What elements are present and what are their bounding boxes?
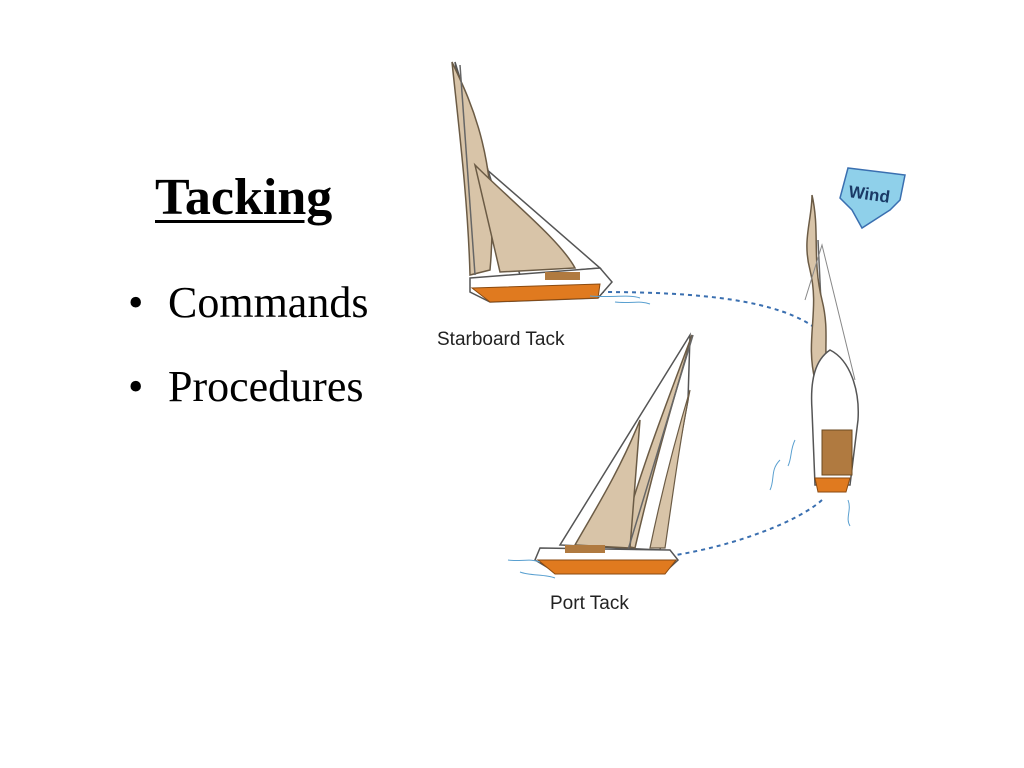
wind-arrow-icon: Wind	[839, 167, 906, 230]
bullet-text: Procedures	[168, 362, 364, 411]
head-to-wind-boat-icon	[769, 194, 859, 527]
starboard-tack-label: Starboard Tack	[437, 329, 565, 350]
starboard-boat-icon	[451, 61, 651, 305]
bullet-text: Commands	[168, 278, 369, 327]
tack-path	[599, 291, 819, 331]
bullet-list: • Commands • Procedures	[128, 272, 368, 440]
bullet-dot-icon: •	[128, 362, 144, 411]
port-tack-label: Port Tack	[550, 593, 629, 614]
slide-title: Tacking	[155, 169, 333, 226]
port-boat-icon	[507, 332, 694, 579]
bullet-item: • Procedures	[128, 356, 368, 440]
bullet-item: • Commands	[128, 272, 368, 356]
tack-path	[669, 499, 823, 557]
bullet-dot-icon: •	[128, 278, 144, 327]
